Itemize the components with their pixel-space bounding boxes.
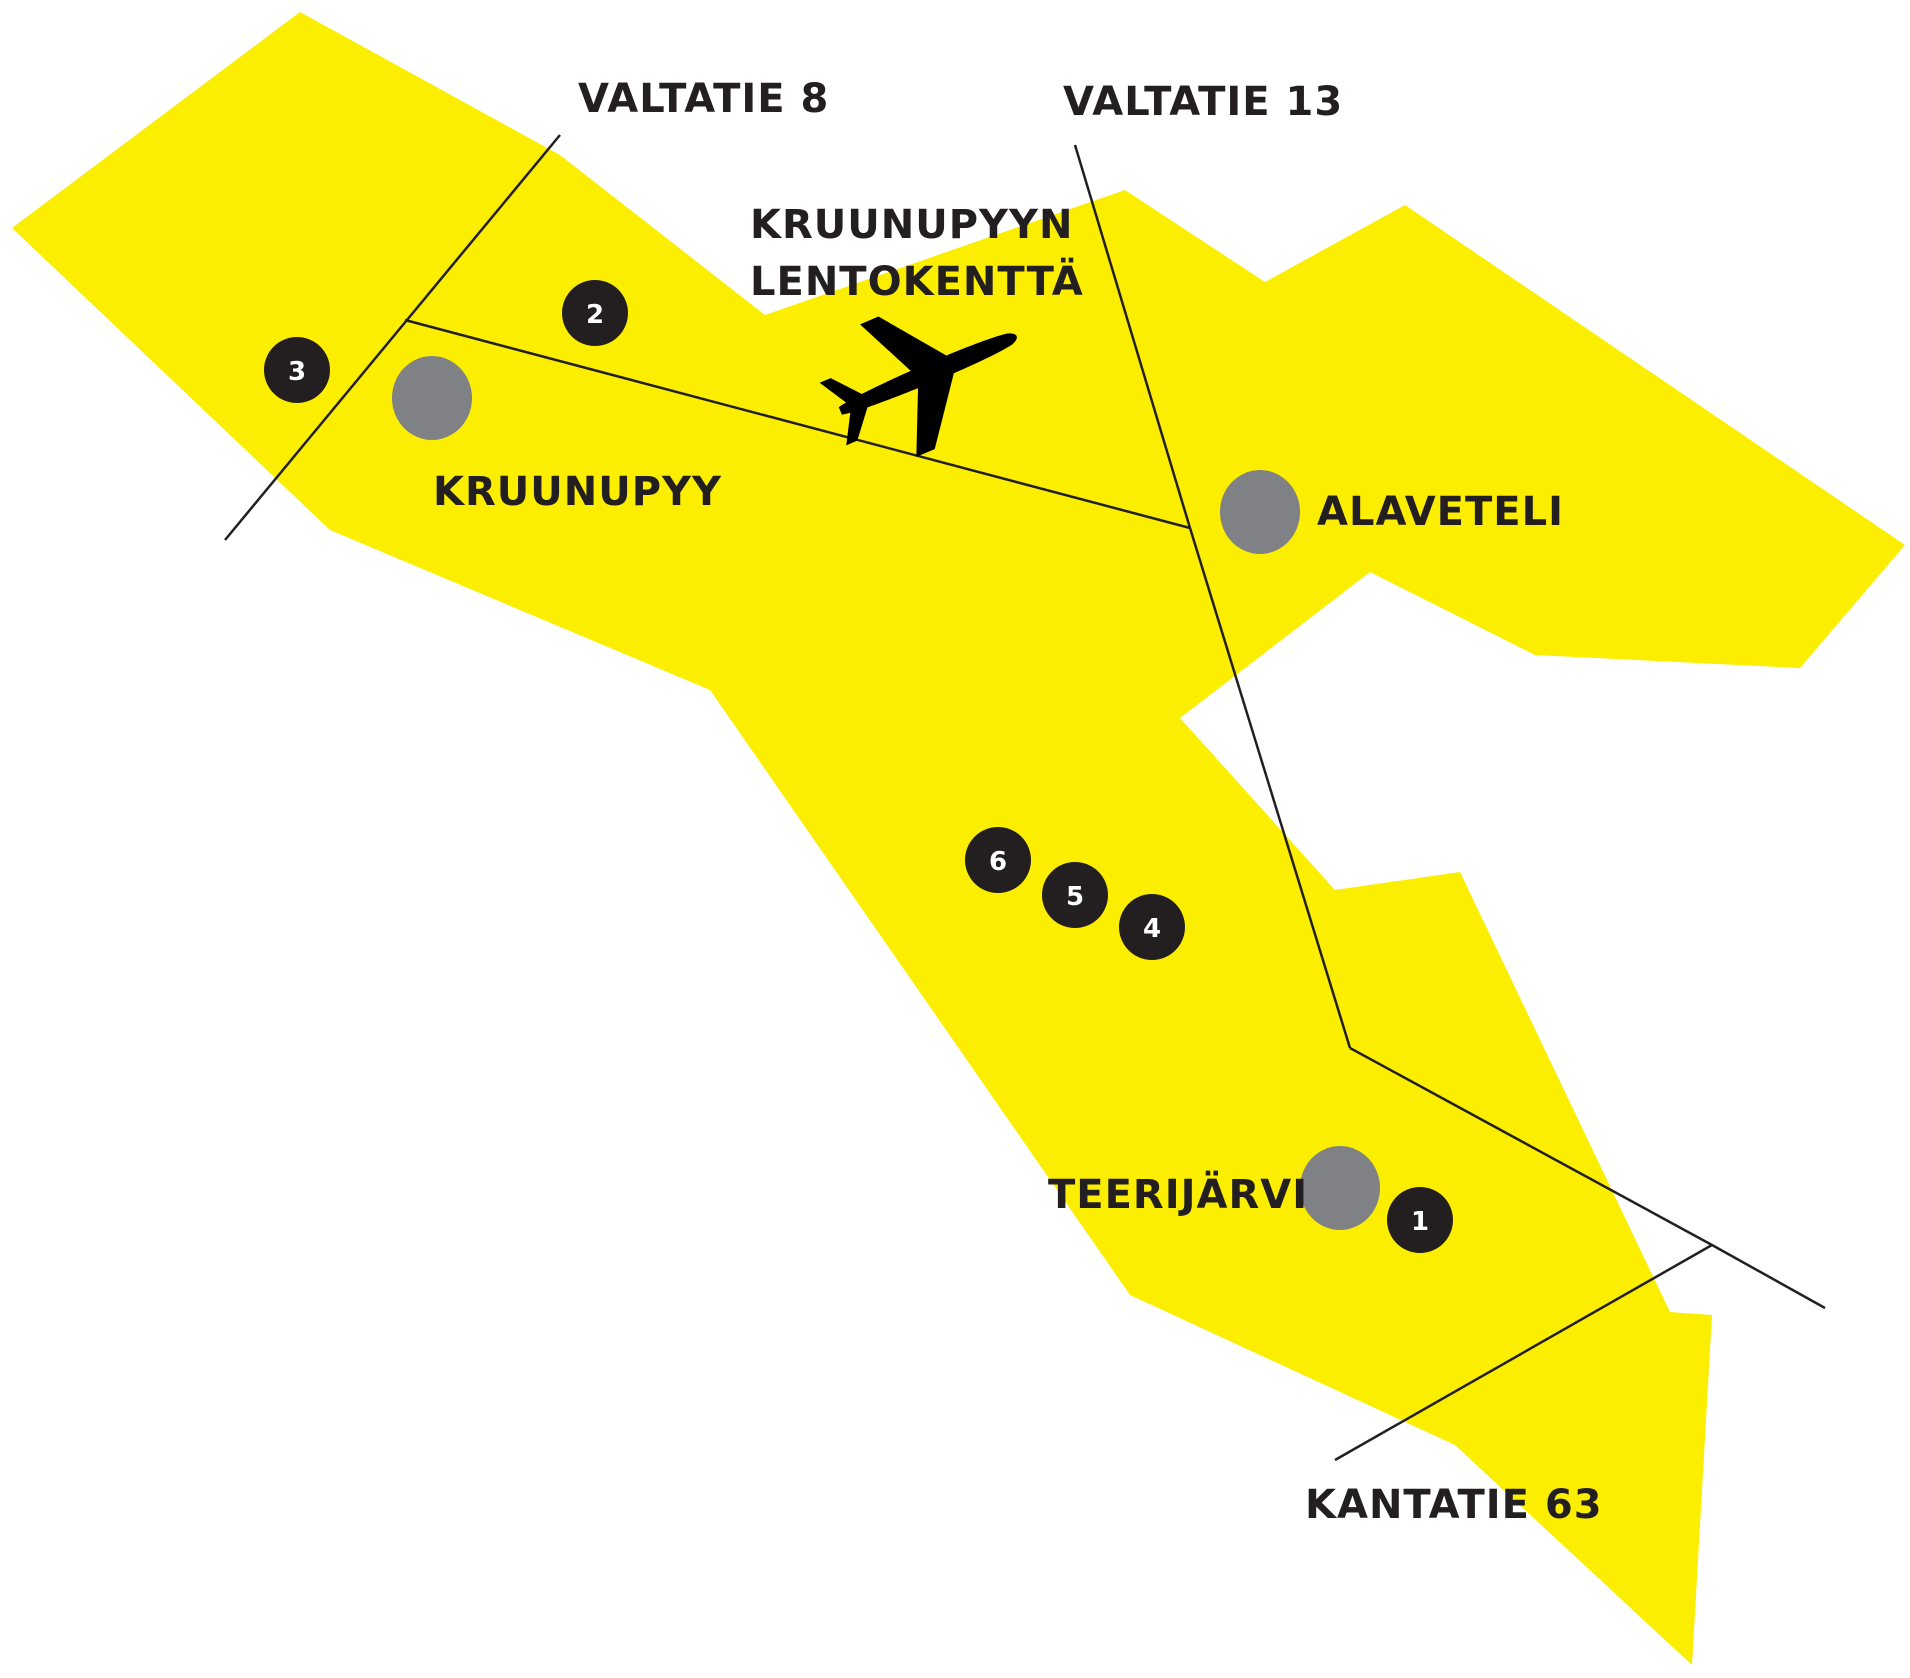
airplane-icon <box>819 316 1017 457</box>
marker-1-label: 1 <box>1411 1207 1429 1237</box>
airport-label-line2: LENTOKENTTÄ <box>750 257 1084 305</box>
town-marker-kruunupyy <box>392 356 472 440</box>
marker-2-label: 2 <box>586 300 604 330</box>
road-label-valtatie-13: VALTATIE 13 <box>1063 79 1343 125</box>
marker-5-label: 5 <box>1066 882 1084 912</box>
road-kruunupyy-alaveteli <box>404 318 1191 530</box>
marker-4-label: 4 <box>1143 914 1161 944</box>
road-label-kantatie-63: KANTATIE 63 <box>1305 1482 1603 1528</box>
road-valtatie-13 <box>1073 144 1352 1049</box>
marker-6[interactable]: 6 <box>965 827 1031 893</box>
marker-4[interactable]: 4 <box>1119 894 1185 960</box>
road-valtatie-8 <box>224 134 561 541</box>
town-label-alaveteli: ALAVETELI <box>1317 489 1564 535</box>
town-label-teerijarvi: TEERIJÄRVI <box>1048 1170 1308 1218</box>
marker-5[interactable]: 5 <box>1042 862 1108 928</box>
town-label-kruunupyy: KRUUNUPYY <box>433 469 722 515</box>
marker-6-label: 6 <box>989 847 1007 877</box>
marker-2[interactable]: 2 <box>562 280 628 346</box>
airport-label-line1: KRUUNUPYYN <box>750 202 1073 248</box>
town-marker-teerijarvi <box>1300 1146 1380 1230</box>
road-label-valtatie-8: VALTATIE 8 <box>578 76 829 122</box>
region-area <box>12 12 1905 1665</box>
road-kantatie-63-branch <box>1334 1243 1713 1462</box>
town-marker-alaveteli <box>1220 470 1300 554</box>
marker-1[interactable]: 1 <box>1387 1187 1453 1253</box>
marker-3-label: 3 <box>288 357 306 387</box>
marker-3[interactable]: 3 <box>264 337 330 403</box>
